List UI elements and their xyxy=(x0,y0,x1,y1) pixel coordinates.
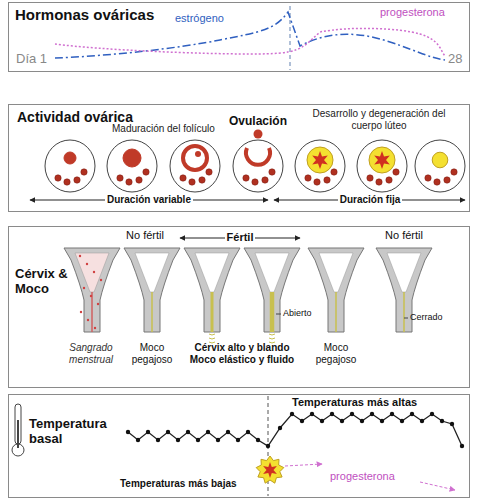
label: progesterona xyxy=(380,6,445,19)
label: No fértil xyxy=(374,229,434,242)
uterus xyxy=(308,248,364,332)
ovary xyxy=(415,140,465,192)
label: Sangrado menstrual xyxy=(58,342,124,365)
temperature-point xyxy=(330,412,334,416)
ovary xyxy=(170,140,220,192)
progesterone-curve xyxy=(55,28,445,56)
label: Temperaturas más altas xyxy=(292,396,417,409)
panel-heading: Cérvix & Moco xyxy=(15,267,79,297)
label: progesterona xyxy=(330,470,395,483)
temperature-point xyxy=(156,438,160,442)
temperature-point xyxy=(186,430,190,434)
temperature-point xyxy=(370,412,374,416)
temperature-point xyxy=(196,438,200,442)
temperature-point xyxy=(380,419,384,423)
label: Día 1 xyxy=(16,52,47,67)
panel-heading: Hormonas ováricas xyxy=(15,6,170,23)
temperature-point xyxy=(126,430,130,434)
temperature-point xyxy=(266,444,270,448)
label: 28 xyxy=(448,52,462,67)
label: Fértil xyxy=(215,231,265,244)
temperature-line xyxy=(128,414,462,446)
temperature-point xyxy=(350,412,354,416)
temperature-point xyxy=(226,430,230,434)
uterus xyxy=(64,248,120,332)
temperature-point xyxy=(420,419,424,423)
temperature-point xyxy=(136,438,140,442)
temperature-point xyxy=(256,438,260,442)
label: Ovulación xyxy=(218,115,298,129)
temperature-point xyxy=(400,419,404,423)
label: Maduración del folículo xyxy=(112,123,232,135)
ovary xyxy=(295,140,345,192)
temperature-point xyxy=(146,430,150,434)
label: Moco pegajoso xyxy=(125,342,179,365)
temperature-point xyxy=(430,412,434,416)
label: Duración fija xyxy=(320,194,420,206)
temperature-point xyxy=(360,419,364,423)
temperature-point xyxy=(320,419,324,423)
progesterone-arrow xyxy=(285,464,322,466)
ovary xyxy=(357,140,407,192)
leader-line xyxy=(404,318,408,319)
label: Duración variable xyxy=(89,194,209,206)
temperature-point xyxy=(460,444,464,448)
ovary xyxy=(233,130,283,193)
label: Cérvix alto y blando Moco elástico y flu… xyxy=(182,342,302,365)
label: Abierto xyxy=(283,308,323,318)
label: Desarrollo y degeneración del cuerpo lút… xyxy=(296,108,462,131)
ovary xyxy=(107,140,157,192)
ovary xyxy=(45,140,95,192)
uterus xyxy=(184,248,240,343)
label: Temperaturas más bajas xyxy=(120,478,237,490)
temperature-point xyxy=(216,438,220,442)
temperature-point xyxy=(176,438,180,442)
temperature-point xyxy=(410,412,414,416)
temperature-point xyxy=(340,419,344,423)
temperature-point xyxy=(206,430,210,434)
label: No fértil xyxy=(115,229,175,242)
temperature-point xyxy=(390,412,394,416)
corpus-luteum-icon xyxy=(256,456,284,483)
panel-heading: Temperatura basal xyxy=(29,417,127,447)
progesterone-arrow xyxy=(420,482,455,490)
label: Cerrado xyxy=(410,312,455,322)
temperature-point xyxy=(450,422,454,426)
temperature-point xyxy=(300,419,304,423)
temperature-point xyxy=(440,419,444,423)
temperature-point xyxy=(236,438,240,442)
temperature-point xyxy=(290,412,294,416)
panel: Temperatura basal xyxy=(8,394,470,498)
leader-line xyxy=(276,314,281,315)
label: estrógeno xyxy=(175,12,224,25)
label: Moco pegajoso xyxy=(306,342,366,365)
thermometer-icon xyxy=(12,404,24,456)
uterus xyxy=(244,248,300,343)
temperature-point xyxy=(166,430,170,434)
panel-heading: Actividad ovárica xyxy=(17,109,167,125)
temperature-point xyxy=(278,426,282,430)
temperature-point xyxy=(246,430,250,434)
temperature-point xyxy=(310,412,314,416)
uterus xyxy=(124,248,180,332)
